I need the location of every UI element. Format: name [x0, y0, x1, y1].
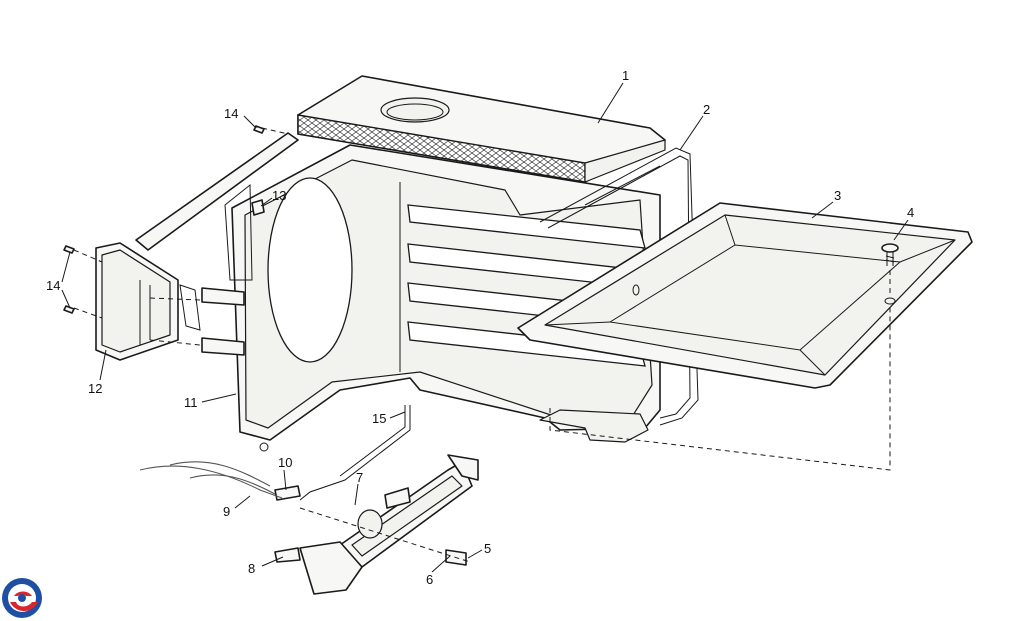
assembly-lines	[73, 127, 891, 471]
callout-14-top: 14	[224, 106, 238, 121]
callout-13: 13	[272, 188, 286, 203]
callout-4: 4	[907, 205, 914, 220]
callout-11: 11	[184, 395, 198, 410]
callout-6: 6	[426, 572, 433, 587]
callout-5: 5	[484, 541, 491, 556]
callout-1: 1	[622, 68, 629, 83]
top-insulation-pad	[297, 75, 666, 183]
callout-12: 12	[88, 381, 102, 396]
brand-logo	[2, 578, 42, 618]
callout-2: 2	[703, 102, 710, 117]
side-bracket	[95, 242, 245, 361]
callout-14-left: 14	[46, 278, 60, 293]
callout-8: 8	[248, 561, 255, 576]
cable	[139, 461, 283, 499]
element-assembly	[274, 405, 479, 595]
oven-floor-tray	[517, 202, 973, 389]
callout-3: 3	[834, 188, 841, 203]
callout-15: 15	[372, 411, 386, 426]
callout-10: 10	[278, 455, 292, 470]
callout-9: 9	[223, 504, 230, 519]
screws-14	[63, 125, 265, 314]
clip	[251, 199, 265, 216]
oven-liner	[231, 144, 661, 452]
callout-7: 7	[356, 470, 363, 485]
leader-lines	[61, 82, 909, 573]
tray-screw	[881, 243, 899, 305]
